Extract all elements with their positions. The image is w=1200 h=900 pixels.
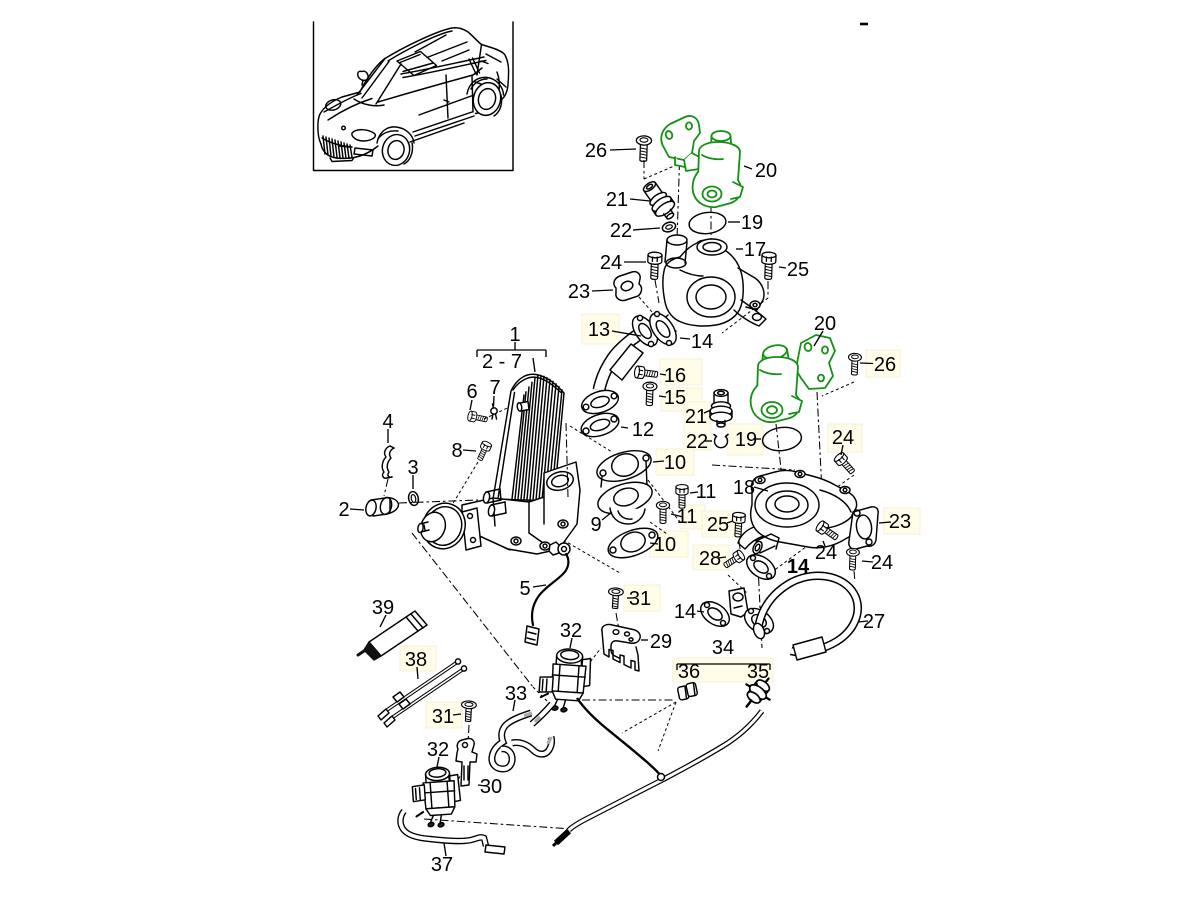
svg-text:28: 28 <box>699 548 721 570</box>
svg-text:30: 30 <box>480 776 502 798</box>
svg-text:3: 3 <box>407 457 418 479</box>
svg-text:33: 33 <box>505 683 527 705</box>
svg-text:22: 22 <box>686 431 708 453</box>
svg-text:14: 14 <box>674 601 696 623</box>
svg-text:15: 15 <box>664 387 686 409</box>
svg-text:2 - 7: 2 - 7 <box>482 351 522 373</box>
svg-text:25: 25 <box>787 259 809 281</box>
svg-text:1: 1 <box>509 324 520 346</box>
svg-text:2: 2 <box>338 499 349 521</box>
svg-text:14: 14 <box>691 331 713 353</box>
svg-text:19: 19 <box>735 429 757 451</box>
svg-text:29: 29 <box>650 631 672 653</box>
svg-text:24: 24 <box>832 427 854 449</box>
svg-text:24: 24 <box>815 542 837 564</box>
svg-text:34: 34 <box>712 637 734 659</box>
svg-text:27: 27 <box>863 611 885 633</box>
svg-text:11: 11 <box>677 506 698 528</box>
svg-text:31: 31 <box>629 588 651 610</box>
svg-text:38: 38 <box>405 649 427 671</box>
svg-text:21: 21 <box>606 189 628 211</box>
svg-text:37: 37 <box>431 854 453 876</box>
svg-text:24: 24 <box>871 552 893 574</box>
svg-text:24: 24 <box>600 252 622 274</box>
svg-text:6: 6 <box>466 381 477 403</box>
svg-text:26: 26 <box>585 140 607 162</box>
svg-text:35: 35 <box>747 661 769 683</box>
svg-text:23: 23 <box>568 281 590 303</box>
svg-text:31: 31 <box>432 706 454 728</box>
svg-text:5: 5 <box>519 578 530 600</box>
svg-text:23: 23 <box>889 511 911 533</box>
svg-text:20: 20 <box>814 313 836 335</box>
svg-text:13: 13 <box>588 319 610 341</box>
svg-text:11: 11 <box>696 481 717 503</box>
svg-text:19: 19 <box>741 212 763 234</box>
svg-text:20: 20 <box>755 160 777 182</box>
svg-text:16: 16 <box>664 365 686 387</box>
svg-text:7: 7 <box>489 377 500 399</box>
svg-text:18: 18 <box>733 477 755 499</box>
svg-text:10: 10 <box>664 452 686 474</box>
svg-text:36: 36 <box>678 661 700 683</box>
svg-text:26: 26 <box>874 354 896 376</box>
svg-text:4: 4 <box>382 411 393 433</box>
svg-text:17: 17 <box>744 239 766 261</box>
svg-text:22: 22 <box>610 220 632 242</box>
svg-text:32: 32 <box>560 620 582 642</box>
svg-text:25: 25 <box>707 514 729 536</box>
svg-text:32: 32 <box>427 739 449 761</box>
svg-text:14: 14 <box>787 556 810 578</box>
svg-text:8: 8 <box>451 440 462 462</box>
svg-text:9: 9 <box>590 514 601 536</box>
svg-text:21: 21 <box>685 406 707 428</box>
svg-text:10: 10 <box>654 534 676 556</box>
svg-text:39: 39 <box>372 597 394 619</box>
svg-text:12: 12 <box>632 419 654 441</box>
